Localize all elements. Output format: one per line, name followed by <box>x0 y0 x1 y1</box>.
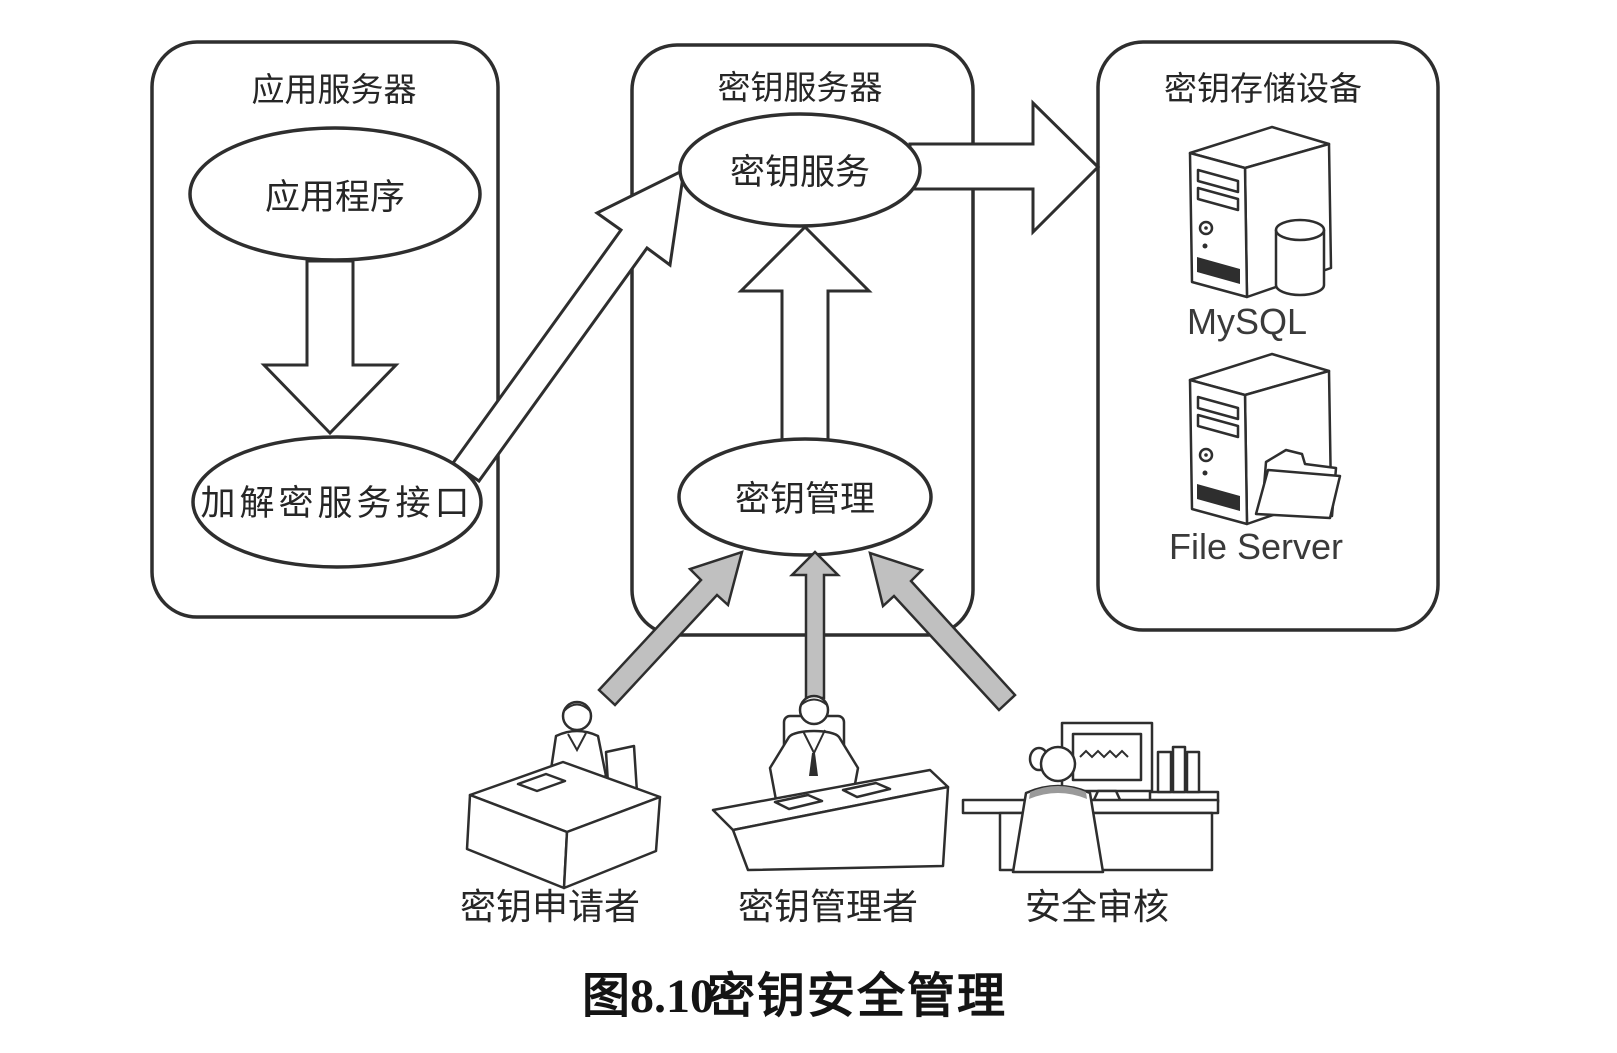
monitor-screen <box>1071 732 1143 782</box>
book <box>1185 750 1201 794</box>
suit-collar <box>567 732 587 753</box>
auditor-label: 安全审核 <box>1025 886 1169 927</box>
caption-title: 密钥安全管理 <box>707 969 1007 1023</box>
screen-glyphs <box>1079 749 1129 759</box>
person-torso <box>1011 784 1105 874</box>
key-management-node <box>677 437 933 557</box>
applicant-figure <box>465 700 662 890</box>
database-cylinder-top <box>1274 218 1326 242</box>
arrow-key-management-to-key-service <box>737 224 873 442</box>
desk-side <box>562 795 662 890</box>
key-service-label: 密钥服务 <box>730 153 870 192</box>
arrow-key-service-to-storage <box>908 99 1101 236</box>
application-node <box>188 126 482 262</box>
auditor-figure <box>961 721 1220 874</box>
drive-bay-slot <box>1196 395 1240 421</box>
person-hair <box>563 703 591 712</box>
paper-on-desk <box>841 781 892 799</box>
paper-on-desk <box>516 772 567 793</box>
app-server-title: 应用服务器 <box>252 71 417 108</box>
book <box>1156 750 1173 794</box>
crypto-interface-node <box>191 435 483 569</box>
person-head <box>561 700 593 732</box>
crypto-interface-label: 加解密服务接口 <box>200 484 473 523</box>
gray-arrow-auditor <box>868 551 1017 712</box>
person-hair <box>800 698 828 706</box>
power-button-dot <box>1204 453 1208 457</box>
key-server-title: 密钥服务器 <box>718 69 883 106</box>
gray-arrow-applicant <box>597 550 744 707</box>
file-server-icon <box>1188 352 1342 526</box>
caption-number: 图8.10 <box>582 970 714 1023</box>
led-dot <box>1202 470 1208 476</box>
folder-front <box>1254 468 1342 520</box>
file-server-label: File Server <box>1169 526 1343 567</box>
arrow-interface-to-key-service <box>450 167 686 484</box>
shoulder-band <box>1029 786 1087 799</box>
book <box>1171 745 1187 794</box>
key-storage-title: 密钥存储设备 <box>1164 70 1362 107</box>
key-management-label: 密钥管理 <box>735 480 875 519</box>
mysql-server-icon <box>1188 125 1333 299</box>
led-dot <box>1202 243 1208 249</box>
key-storage-box <box>1096 40 1440 632</box>
power-button-dot <box>1204 226 1208 230</box>
application-label: 应用程序 <box>265 178 405 217</box>
paper-on-desk <box>773 793 824 811</box>
tie <box>809 753 818 776</box>
manager-figure <box>711 694 950 872</box>
mysql-label: MySQL <box>1187 301 1307 342</box>
desk-front <box>731 785 950 872</box>
vent-grill <box>1197 484 1240 511</box>
gray-arrow-manager <box>788 550 842 700</box>
applicant-label: 密钥申请者 <box>460 886 640 927</box>
person-head <box>798 694 830 726</box>
vent-grill <box>1197 257 1240 284</box>
drive-bay-slot <box>1196 168 1240 194</box>
key-service-node <box>678 112 922 228</box>
arrow-application-to-interface <box>260 259 400 436</box>
database-cylinder-body <box>1274 230 1326 297</box>
drive-bay-slot <box>1196 413 1240 439</box>
drive-bay-slot <box>1196 186 1240 212</box>
person-head <box>1039 745 1077 783</box>
manager-label: 密钥管理者 <box>738 886 918 927</box>
